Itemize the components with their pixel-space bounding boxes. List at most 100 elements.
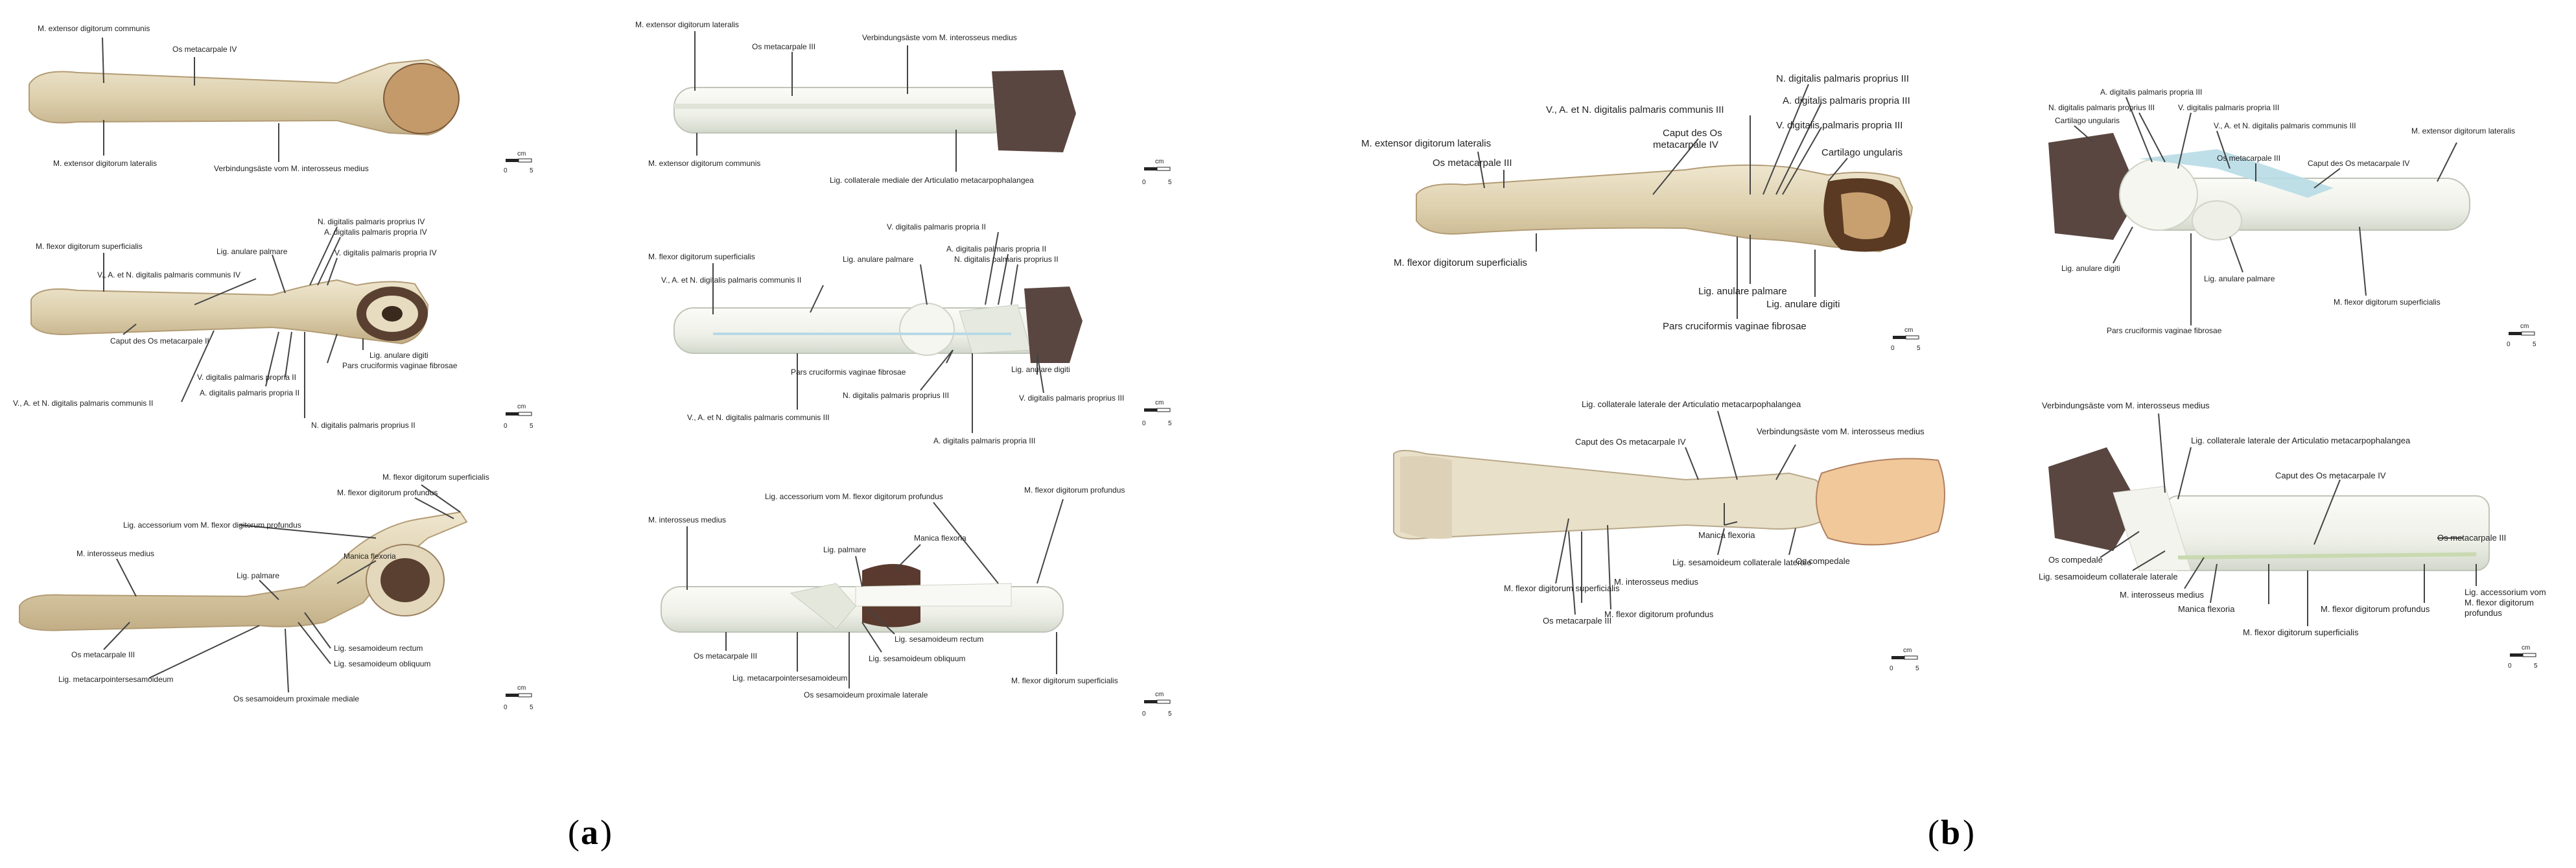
label-scale-unit: cm [1904, 327, 1913, 334]
model-hoof [1024, 287, 1083, 363]
label-panel-a3-v-dig-prop2: V. digitalis palmaris propria II [197, 373, 296, 382]
label-panel-a3-lig-anul-dig: Lig. anulare digiti [369, 351, 428, 360]
label-panel-b3-lig-ses-coll: Lig. sesamoideum collaterale laterale [1672, 557, 1812, 567]
scale-bar: cm 0 5 [1891, 327, 1921, 352]
label-panel-b3-manica: Manica flexoria [1698, 530, 1755, 540]
label-scale-zero: 0 [1142, 710, 1146, 718]
label-panel-b4-flex-sup: M. flexor digitorum superficialis [2243, 628, 2359, 637]
label-panel-b2-vanc3: V., A. et N. digitalis palmaris communis… [2214, 121, 2356, 130]
label-panel-a6-flex-sup: M. flexor digitorum superficialis [1011, 676, 1118, 685]
label-scale-five: 5 [2534, 663, 2538, 670]
label-panel-a6-lig-ses-rect: Lig. sesamoideum rectum [895, 635, 983, 644]
label-panel-a2-verbindung: Verbindungsäste vom M. interosseus mediu… [862, 33, 1017, 42]
scale-bar: cm 0 5 [1142, 158, 1172, 186]
label-panel-a3-vanc4: V., A. et N. digitalis palmaris communis… [97, 270, 240, 279]
panel-b4: Verbindungsäste vom M. interosseus mediu… [2039, 401, 2546, 670]
label-scale-five: 5 [530, 704, 533, 711]
label-panel-b2-v-dig-prop3: V. digitalis palmaris propria III [2178, 103, 2279, 112]
label-panel-a6-lig-meta: Lig. metacarpointersesamoideum [732, 674, 847, 683]
label-panel-b3-flex-prof: M. flexor digitorum profundus [1604, 609, 1714, 619]
label-panel-a5-lig-ses-rect: Lig. sesamoideum rectum [334, 644, 423, 653]
label-panel-a3-a-dig-prop2: A. digitalis palmaris propria II [200, 388, 299, 397]
label-panel-b3-interosseus: M. interosseus medius [1614, 577, 1699, 587]
label-panel-a5-os-mc3: Os metacarpale III [71, 650, 135, 659]
panel-a1: M. extensor digitorum communis Os metaca… [29, 24, 533, 174]
label-scale-five: 5 [1168, 420, 1172, 427]
model-hoof [2048, 133, 2139, 240]
label-panel-a3-flex-sup: M. flexor digitorum superficialis [36, 242, 143, 251]
specimen-bone [30, 279, 429, 345]
label-panel-b3-os-comp: Os compedale [1796, 556, 1850, 566]
label-panel-a4-n-dig-prop2: N. digitalis palmaris proprius II [954, 255, 1059, 264]
label-panel-a6-manica: Manica flexoria [914, 534, 966, 543]
hoof-specimen [1816, 458, 1945, 546]
label-scale-five: 5 [1917, 345, 1921, 352]
label-panel-a4-a-dig-prop2: A. digitalis palmaris propria II [946, 244, 1046, 253]
label-panel-b1-os-mc3: Os metacarpale III [1433, 158, 1512, 169]
label-panel-b2-ext-lat: M. extensor digitorum lateralis [2411, 126, 2515, 135]
label-panel-a4-vanc3b: V., A. et N. digitalis palmaris communis… [687, 413, 830, 422]
label-panel-b1-vanc3: V., A. et N. digitalis palmaris communis… [1546, 104, 1724, 115]
label-panel-b4-lig-coll-lat: Lig. collaterale laterale der Articulati… [2191, 436, 2411, 445]
label-scale-zero: 0 [504, 423, 508, 430]
label-panel-b4-lig-ses-coll: Lig. sesamoideum collaterale laterale [2039, 572, 2178, 581]
label-panel-b2-lig-anul-palm: Lig. anulare palmare [2204, 274, 2275, 283]
panel-a3: N. digitalis palmaris proprius IV A. dig… [13, 217, 533, 430]
label-scale-zero: 0 [1142, 420, 1146, 427]
scale-bar: cm 0 5 [1142, 691, 1172, 718]
label-panel-b2-a-dig-prop3: A. digitalis palmaris propria III [2100, 88, 2202, 97]
label-panel-a6-interosseus: M. interosseus medius [648, 515, 726, 524]
label-scale-zero: 0 [504, 704, 508, 711]
label-panel-b1-n-dig-prop3: N. digitalis palmaris proprius III [1776, 73, 1909, 84]
label-panel-b3-verbindung: Verbindungsäste vom M. interosseus mediu… [1757, 427, 1925, 436]
label-panel-a2-lig-coll-med: Lig. collaterale mediale der Articulatio… [830, 176, 1034, 185]
label-panel-b4-os-mc3: Os metacarpale III [2437, 533, 2506, 543]
label-panel-b3-lig-coll-lat: Lig. collaterale laterale der Articulati… [1582, 399, 1801, 409]
panel-a4: V. digitalis palmaris propria II A. digi… [648, 222, 1172, 445]
label-panel-a5-manica: Manica flexoria [344, 552, 396, 561]
label-panel-b2-pars-cruc: Pars cruciformis vaginae fibrosae [2107, 326, 2222, 335]
label-scale-unit: cm [1903, 647, 1912, 654]
svg-text:): ) [600, 813, 612, 852]
panel-a5: M. flexor digitorum superficialis M. fle… [19, 473, 533, 711]
label-scale-five: 5 [530, 167, 533, 174]
label-panel-b3-caput-mc4: Caput des Os metacarpale IV [1575, 437, 1686, 447]
label-scale-unit: cm [1155, 158, 1164, 165]
label-panel-b4-interosseus: M. interosseus medius [2120, 590, 2205, 600]
label-scale-unit: cm [517, 685, 526, 692]
panel-b2: A. digitalis palmaris propria III N. dig… [2048, 88, 2536, 348]
label-panel-b4-manica: Manica flexoria [2178, 604, 2235, 614]
label-panel-b1-caput-mc4a: Caput des Os [1663, 128, 1722, 139]
label-scale-unit: cm [1155, 691, 1164, 698]
label-scale-unit: cm [2520, 323, 2529, 330]
label-panel-b4-lig-acc1: Lig. accessorium vom [2465, 587, 2546, 597]
label-panel-b2-os-mc3: Os metacarpale III [2217, 154, 2280, 163]
label-panel-b1-ext-lat: M. extensor digitorum lateralis [1361, 138, 1491, 149]
label-panel-a5-flex-prof: M. flexor digitorum profundus [337, 488, 438, 497]
scale-bar: cm 0 5 [504, 403, 533, 430]
label-panel-a6-lig-acc: Lig. accessorium vom M. flexor digitorum… [765, 492, 943, 501]
label-panel-b1-v-dig-prop3: V. digitalis palmaris propria III [1776, 120, 1903, 131]
label-panel-a4-a-dig-prop3: A. digitalis palmaris propria III [933, 436, 1035, 445]
label-panel-a6-flex-prof: M. flexor digitorum profundus [1024, 486, 1125, 495]
svg-text:(: ( [568, 813, 580, 852]
scale-bar: cm 0 5 [504, 685, 533, 711]
scale-bar: cm 0 5 [1890, 647, 1919, 672]
label-panel-a5-interosseus: M. interosseus medius [76, 549, 154, 558]
label-panel-a3-v-dig-prop4: V. digitalis palmaris propria IV [334, 248, 437, 257]
label-ext-communis: M. extensor digitorum communis [38, 24, 150, 33]
scale-bar: cm 0 5 [504, 150, 533, 174]
label-panel-a3-caput-mc2: Caput des Os metacarpale II [110, 336, 209, 346]
label-panel-b4-lig-acc3: profundus [2465, 608, 2502, 618]
label-ext-lateralis: M. extensor digitorum lateralis [53, 159, 157, 168]
label-panel-a4-n-dig-prop3: N. digitalis palmaris proprius III [843, 391, 949, 400]
label-panel-a4-flex-sup: M. flexor digitorum superficialis [648, 252, 755, 261]
label-panel-b1-cartilago: Cartilago ungularis [1821, 147, 1903, 158]
label-panel-b4-caput-mc4: Caput des Os metacarpale IV [2275, 471, 2386, 480]
panel-a2: M. extensor digitorum lateralis Verbindu… [635, 20, 1172, 186]
label-panel-b3-os-mc3: Os metacarpale III [1543, 616, 1611, 626]
model-hoof [992, 70, 1076, 152]
caption-b: ( b ) [1928, 813, 1974, 852]
label-panel-a3-lig-anul-palm: Lig. anulare palmare [217, 247, 288, 256]
